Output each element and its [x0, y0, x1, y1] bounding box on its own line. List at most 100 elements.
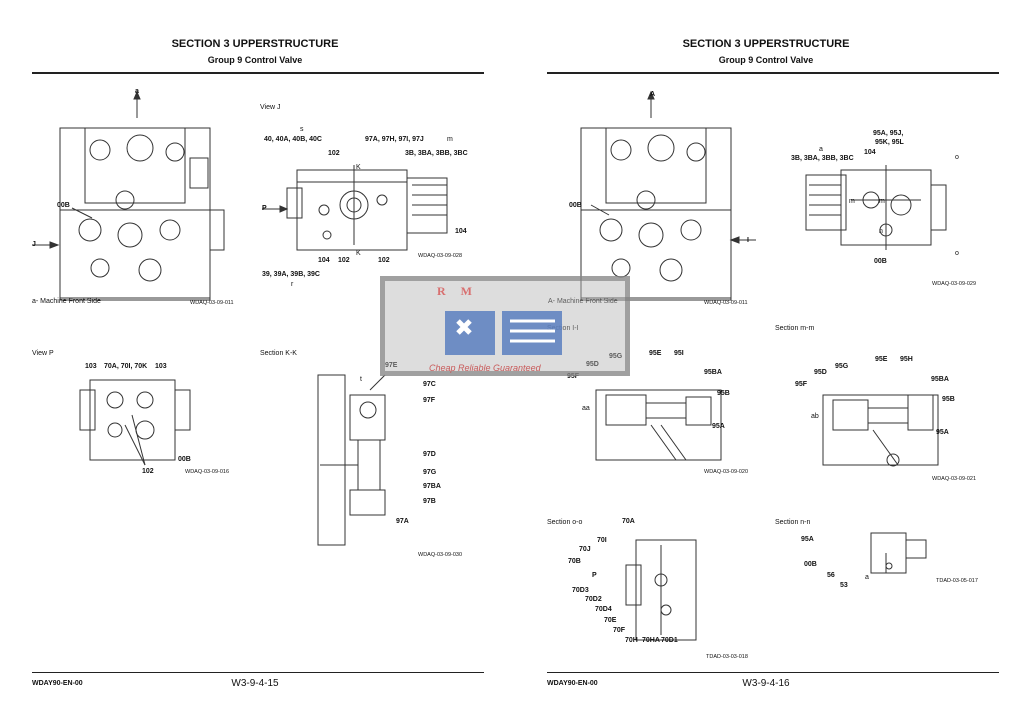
label-70a: 70A, 70I, 70K: [104, 363, 148, 370]
footer-rule: [32, 672, 484, 673]
label-95b: 95B: [942, 396, 955, 403]
section-nn-title: Section n-n: [775, 519, 811, 526]
label-97b: 97B: [423, 498, 436, 505]
footer-rule: [547, 672, 999, 673]
section-title: SECTION 3 UPPERSTRUCTURE: [171, 38, 339, 50]
arrow-label-j: J: [32, 241, 36, 248]
label-95f: 95F: [567, 373, 580, 380]
label-95g: 95G: [609, 353, 623, 360]
figure-code: WDAQ-03-09-028: [418, 253, 463, 259]
wrench-book-icon: [445, 311, 562, 355]
label-56: 56: [827, 572, 835, 579]
section-title: SECTION 3 UPPERSTRUCTURE: [682, 38, 850, 50]
label-102-mid: 102: [338, 257, 350, 264]
figure-code: WDAQ-03-09-029: [932, 281, 977, 287]
label-p: P: [592, 572, 597, 579]
label-00b: 00B: [178, 456, 191, 463]
label-102-top: 102: [328, 150, 340, 157]
label-ab: ab: [811, 413, 819, 420]
label-104: 104: [318, 257, 330, 264]
label-104: 104: [864, 149, 876, 156]
page-number: W3-9-4-16: [742, 678, 790, 689]
label-70d2: 70D2: [585, 596, 602, 603]
label-97c: 97C: [423, 381, 436, 388]
label-70e: 70E: [604, 617, 617, 624]
label-95g: 95G: [835, 363, 849, 370]
figure-caption: a- Machine Front Side: [32, 298, 101, 305]
figure-code: TDAD-03-05-017: [936, 578, 978, 584]
figure-code: WDAQ-03-09-030: [418, 552, 463, 558]
label-o-bot: o: [955, 250, 959, 257]
label-95e: 95E: [649, 350, 662, 357]
figure-caption: A- Machine Front Side: [548, 298, 618, 305]
group-title: Group 9 Control Valve: [718, 55, 814, 65]
label-95k: 95K, 95L: [875, 139, 904, 146]
callout-00b: 00B: [569, 202, 582, 209]
footer-doc-code: WDAY90-EN-00: [547, 680, 598, 687]
label-m: m: [447, 136, 453, 143]
label-103-right: 103: [155, 363, 167, 370]
label-95ba: 95BA: [931, 376, 949, 383]
label-95i: 95I: [674, 350, 684, 357]
label-97d: 97D: [423, 451, 436, 458]
figure-code: WDAQ-03-09-011: [190, 300, 234, 306]
label-s: s: [300, 126, 304, 133]
label-r: r: [291, 281, 294, 288]
control-valve-front-drawing: [580, 90, 756, 301]
section-ii-title: Section I-I: [547, 325, 579, 332]
figure-code: WDAQ-03-09-016: [185, 469, 230, 475]
left-page: SECTION 3 UPPERSTRUCTURE Group 9 Control…: [0, 0, 510, 722]
label-m-right: m: [879, 198, 885, 205]
right-page: SECTION 3 UPPERSTRUCTURE Group 9 Control…: [511, 0, 1021, 722]
label-95d: 95D: [586, 361, 599, 368]
valve-side-drawing: [805, 165, 947, 250]
group-title: Group 9 Control Valve: [207, 55, 303, 65]
label-70h: 70H: [625, 637, 638, 644]
label-97a: 97A: [396, 518, 409, 525]
label-95h: 95H: [900, 356, 913, 363]
label-70i: 70I: [597, 537, 607, 544]
label-m-left: m: [849, 198, 855, 205]
control-valve-front-drawing: [32, 90, 225, 301]
section-nn-drawing: [870, 532, 927, 574]
watermark-brand: R M: [437, 284, 478, 298]
label-95a: 95A: [936, 429, 949, 436]
label-95a: 95A, 95J,: [873, 130, 904, 137]
view-p-title: View P: [32, 350, 54, 357]
section-mm-title: Section m-m: [775, 325, 815, 332]
label-3b: 3B, 3BA, 3BB, 3BC: [791, 155, 854, 162]
section-oo-drawing: [625, 539, 697, 641]
watermark-logo: R M Cheap Reliable Guaranteed: [380, 276, 630, 376]
label-102-right: 102: [378, 257, 390, 264]
label-70d1: 70D1: [661, 637, 678, 644]
label-70j: 70J: [579, 546, 591, 553]
label-39: 39, 39A, 39B, 39C: [262, 271, 320, 278]
label-t: t: [360, 376, 362, 383]
section-kk-title: Section K-K: [260, 350, 297, 357]
view-p-drawing: [79, 379, 191, 466]
label-00b: 00B: [804, 561, 817, 568]
label-97g: 97G: [423, 469, 437, 476]
page-number: W3-9-4-15: [231, 678, 279, 689]
label-70a: 70A: [622, 518, 635, 525]
label-k-top: K: [356, 164, 361, 171]
label-104-right: 104: [455, 228, 467, 235]
label-95b: 95B: [717, 390, 730, 397]
label-k-bot: K: [356, 250, 361, 257]
header-rule: [32, 72, 484, 74]
figure-code: WDAQ-03-09-021: [932, 476, 977, 482]
label-o-top: o: [955, 154, 959, 161]
label-p: P: [262, 205, 267, 212]
label-102: 102: [142, 468, 154, 475]
label-70ha: 70HA: [642, 637, 660, 644]
label-103-left: 103: [85, 363, 97, 370]
view-j-drawing: [262, 165, 448, 251]
figure-code: WDAQ-03-09-011: [704, 300, 748, 306]
label-a: a: [865, 574, 869, 581]
label-95a: 95A: [801, 536, 814, 543]
label-97e: 97E: [385, 362, 398, 369]
label-a: a: [819, 146, 823, 153]
arrow-label-a: a: [135, 88, 139, 95]
view-j-title: View J: [260, 104, 281, 111]
label-95d: 95D: [814, 369, 827, 376]
